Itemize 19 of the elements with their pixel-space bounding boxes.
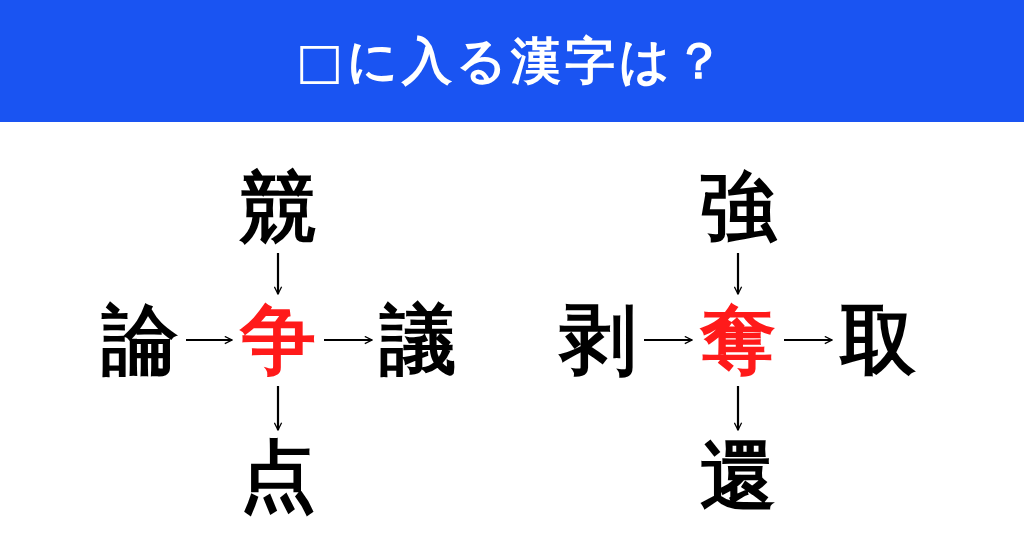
arrow bbox=[733, 253, 743, 295]
arrow bbox=[644, 335, 693, 345]
arrow bbox=[784, 335, 833, 345]
kanji-character: 奪 bbox=[696, 298, 780, 382]
arrow bbox=[186, 335, 233, 345]
title: □に入る漢字は？ bbox=[295, 30, 729, 92]
kanji-character: 論 bbox=[98, 298, 182, 382]
kanji-character: 競 bbox=[236, 165, 320, 249]
kanji-character: 議 bbox=[376, 298, 460, 382]
kanji-character: 点 bbox=[236, 434, 320, 518]
kanji-character: 強 bbox=[696, 165, 780, 249]
arrow bbox=[733, 386, 743, 431]
kanji-character: 剥 bbox=[556, 298, 640, 382]
arrow bbox=[324, 335, 373, 345]
arrow bbox=[273, 253, 283, 295]
kanji-character: 争 bbox=[236, 298, 320, 382]
arrow bbox=[273, 386, 283, 431]
kanji-character: 還 bbox=[696, 434, 780, 518]
kanji-character: 取 bbox=[836, 298, 920, 382]
